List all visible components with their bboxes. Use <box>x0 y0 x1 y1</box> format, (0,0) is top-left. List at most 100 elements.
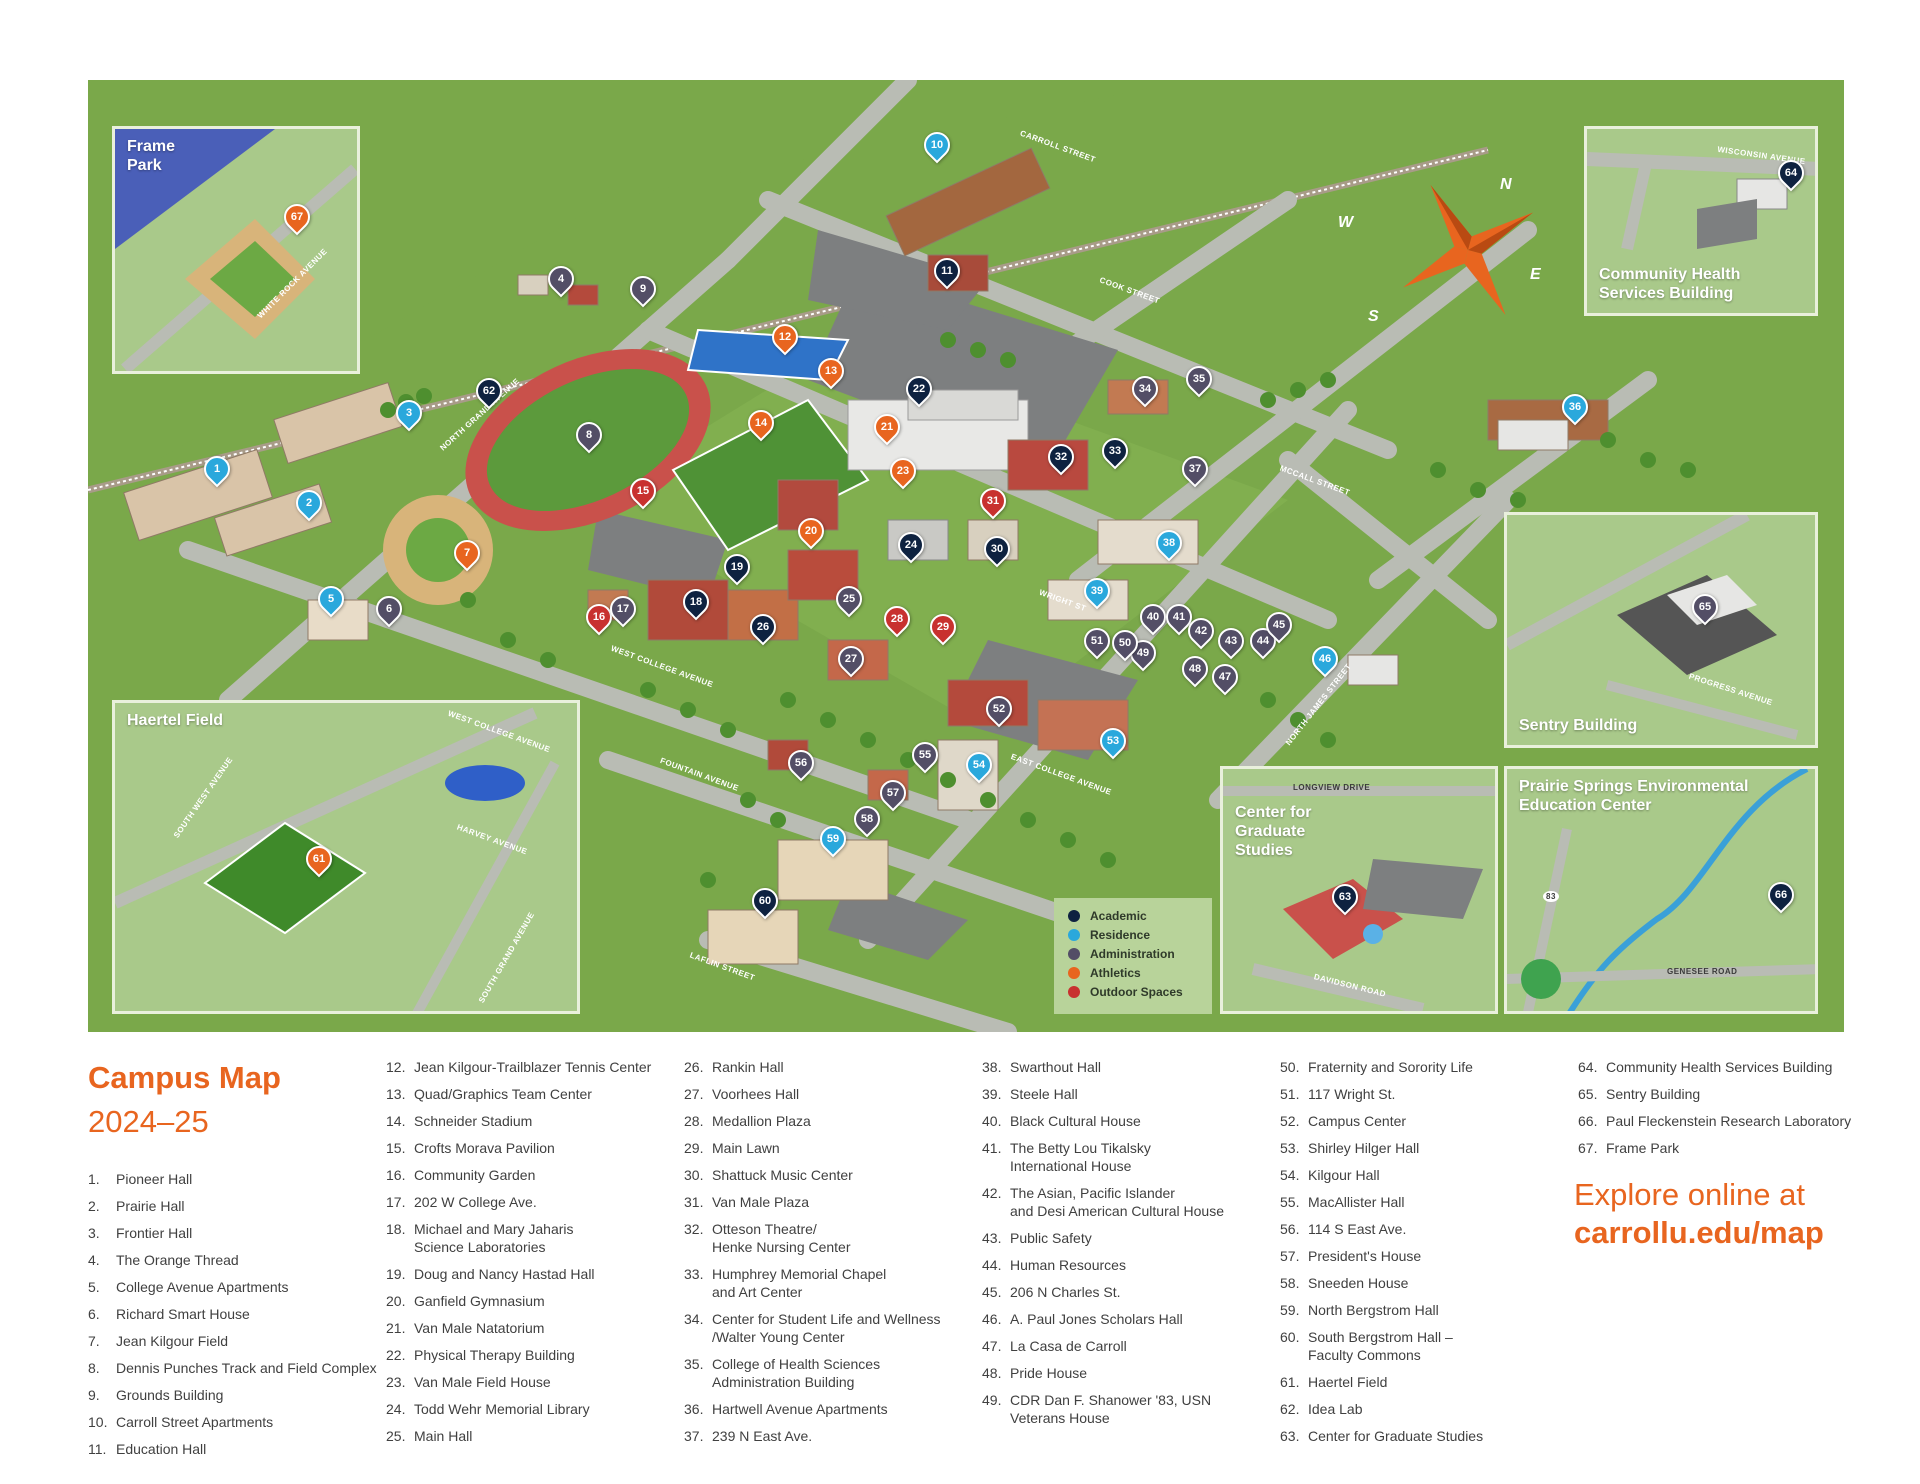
directory-item[interactable]: 5.College Avenue Apartments <box>88 1278 377 1296</box>
inset-prairie-springs[interactable]: Prairie Springs Environmental Education … <box>1504 766 1818 1014</box>
directory-item[interactable]: 1.Pioneer Hall <box>88 1170 377 1188</box>
inset-graduate-studies[interactable]: Center for Graduate Studies LONGVIEW DRI… <box>1220 766 1498 1014</box>
directory-item[interactable]: 18.Michael and Mary Jaharis Science Labo… <box>386 1220 651 1256</box>
directory-item[interactable]: 32. Otteson Theatre/ Henke Nursing Center <box>684 1220 941 1256</box>
directory-number: 54. <box>1280 1167 1300 1183</box>
directory-item[interactable]: 61.Haertel Field <box>1280 1373 1483 1391</box>
directory-item[interactable]: 27.Voorhees Hall <box>684 1085 941 1103</box>
directory-number: 43. <box>982 1230 1002 1246</box>
directory-item[interactable]: 46.A. Paul Jones Scholars Hall <box>982 1310 1224 1328</box>
directory-number: 12. <box>386 1059 406 1075</box>
directory-item[interactable]: 37.239 N East Ave. <box>684 1427 941 1445</box>
map-link[interactable]: carrollu.edu/map <box>1574 1215 1824 1250</box>
directory-item[interactable]: 56.114 S East Ave. <box>1280 1220 1483 1238</box>
directory-item[interactable]: 45.206 N Charles St. <box>982 1283 1224 1301</box>
directory-item[interactable]: 14.Schneider Stadium <box>386 1112 651 1130</box>
directory-item[interactable]: 23.Van Male Field House <box>386 1373 651 1391</box>
directory-item[interactable]: 24.Todd Wehr Memorial Library <box>386 1400 651 1418</box>
directory-item[interactable]: 9.Grounds Building <box>88 1386 377 1404</box>
directory-item[interactable]: 54.Kilgour Hall <box>1280 1166 1483 1184</box>
directory-item[interactable]: 33.Humphrey Memorial Chapel and Art Cent… <box>684 1265 941 1301</box>
directory-item[interactable]: 44.Human Resources <box>982 1256 1224 1274</box>
directory-item[interactable]: 52.Campus Center <box>1280 1112 1483 1130</box>
directory-label: Shattuck Music Center <box>712 1167 853 1183</box>
directory-label: Dennis Punches Track and Field Complex <box>116 1360 377 1376</box>
directory-label: Pride House <box>1010 1365 1088 1381</box>
directory-item[interactable]: 20.Ganfield Gymnasium <box>386 1292 651 1310</box>
directory-item[interactable]: 64.Community Health Services Building <box>1578 1058 1851 1076</box>
inset-community-health[interactable]: Community Health Services Building WISCO… <box>1584 126 1818 316</box>
directory-item[interactable]: 43.Public Safety <box>982 1229 1224 1247</box>
directory-item[interactable]: 25.Main Hall <box>386 1427 651 1445</box>
directory-item[interactable]: 36.Hartwell Avenue Apartments <box>684 1400 941 1418</box>
directory-item[interactable]: 57.President's House <box>1280 1247 1483 1265</box>
directory-item[interactable]: 10.Carroll Street Apartments <box>88 1413 377 1431</box>
directory-item[interactable]: 66.Paul Fleckenstein Research Laboratory <box>1578 1112 1851 1130</box>
directory-item[interactable]: 42.The Asian, Pacific Islander and Desi … <box>982 1184 1224 1220</box>
inset-frame-park[interactable]: Frame Park WHITE ROCK AVENUE <box>112 126 360 374</box>
directory-item[interactable]: 49.CDR Dan F. Shanower '83, USN Veterans… <box>982 1391 1224 1427</box>
directory-item[interactable]: 31.Van Male Plaza <box>684 1193 941 1211</box>
directory-item[interactable]: 15.Crofts Morava Pavilion <box>386 1139 651 1157</box>
directory-item[interactable]: 22.Physical Therapy Building <box>386 1346 651 1364</box>
legend-swatch <box>1068 985 1080 998</box>
directory-item[interactable]: 67.Frame Park <box>1578 1139 1851 1157</box>
directory-item[interactable]: 48.Pride House <box>982 1364 1224 1382</box>
directory-item[interactable]: 26.Rankin Hall <box>684 1058 941 1076</box>
directory-item[interactable]: 4.The Orange Thread <box>88 1251 377 1269</box>
directory-item[interactable]: 3.Frontier Hall <box>88 1224 377 1242</box>
inset-haertel-field[interactable]: Haertel Field WEST COLLEGE AVENUE SOUTH … <box>112 700 580 1014</box>
directory-number: 25. <box>386 1428 406 1444</box>
directory-item[interactable]: 60.South Bergstrom Hall – Faculty Common… <box>1280 1328 1483 1364</box>
directory-number: 41. <box>982 1140 1002 1156</box>
directory-item[interactable]: 65.Sentry Building <box>1578 1085 1851 1103</box>
directory-label: Swarthout Hall <box>1010 1059 1102 1075</box>
marker-number: 35 <box>1192 373 1206 385</box>
directory-label: Schneider Stadium <box>414 1113 533 1129</box>
directory-number: 67. <box>1578 1140 1598 1156</box>
directory-label: Humphrey Memorial Chapel and Art Center <box>712 1266 887 1300</box>
directory-item[interactable]: 35.College of Health Sciences Administra… <box>684 1355 941 1391</box>
directory-item[interactable]: 50.Fraternity and Sorority Life <box>1280 1058 1483 1076</box>
marker-number: 64 <box>1784 167 1798 179</box>
directory-item[interactable]: 17.202 W College Ave. <box>386 1193 651 1211</box>
directory-item[interactable]: 19.Doug and Nancy Hastad Hall <box>386 1265 651 1283</box>
directory-item[interactable]: 34.Center for Student Life and Wellness … <box>684 1310 941 1346</box>
directory-item[interactable]: 2.Prairie Hall <box>88 1197 377 1215</box>
directory-item[interactable]: 41.The Betty Lou Tikalsky International … <box>982 1139 1224 1175</box>
directory-number: 32. <box>684 1221 704 1237</box>
directory-item[interactable]: 8.Dennis Punches Track and Field Complex <box>88 1359 377 1377</box>
directory-number: 3. <box>88 1225 100 1241</box>
directory-item[interactable]: 12.Jean Kilgour-Trailblazer Tennis Cente… <box>386 1058 651 1076</box>
directory-item[interactable]: 13.Quad/Graphics Team Center <box>386 1085 651 1103</box>
directory-item[interactable]: 58.Sneeden House <box>1280 1274 1483 1292</box>
directory-item[interactable]: 16.Community Garden <box>386 1166 651 1184</box>
directory-number: 10. <box>88 1414 108 1430</box>
directory-item[interactable]: 53.Shirley Hilger Hall <box>1280 1139 1483 1157</box>
directory-item[interactable]: 39.Steele Hall <box>982 1085 1224 1103</box>
directory-item[interactable]: 63.Center for Graduate Studies <box>1280 1427 1483 1445</box>
directory-item[interactable]: 11.Education Hall <box>88 1440 377 1458</box>
inset-sentry-building[interactable]: Sentry Building PROGRESS AVENUE <box>1504 512 1818 748</box>
directory-item[interactable]: 30.Shattuck Music Center <box>684 1166 941 1184</box>
directory-item[interactable]: 59.North Bergstrom Hall <box>1280 1301 1483 1319</box>
directory-label: Otteson Theatre/ Henke Nursing Center <box>712 1221 851 1255</box>
directory-item[interactable]: 7.Jean Kilgour Field <box>88 1332 377 1350</box>
campus-map[interactable]: N E S W CARROLL STREET COOK STREET NORTH… <box>88 80 1844 1032</box>
directory-number: 62. <box>1280 1401 1300 1417</box>
directory-number: 39. <box>982 1086 1002 1102</box>
directory-item[interactable]: 6.Richard Smart House <box>88 1305 377 1323</box>
directory-item[interactable]: 28.Medallion Plaza <box>684 1112 941 1130</box>
explore-online[interactable]: Explore online at carrollu.edu/map <box>1574 1176 1824 1252</box>
directory-item[interactable]: 51.117 Wright St. <box>1280 1085 1483 1103</box>
directory-item[interactable]: 47.La Casa de Carroll <box>982 1337 1224 1355</box>
directory-item[interactable]: 55.MacAllister Hall <box>1280 1193 1483 1211</box>
directory-number: 13. <box>386 1086 406 1102</box>
directory-label: 114 S East Ave. <box>1308 1221 1407 1237</box>
directory-label: Prairie Hall <box>116 1198 185 1214</box>
directory-item[interactable]: 40.Black Cultural House <box>982 1112 1224 1130</box>
directory-item[interactable]: 21.Van Male Natatorium <box>386 1319 651 1337</box>
directory-item[interactable]: 38.Swarthout Hall <box>982 1058 1224 1076</box>
directory-item[interactable]: 62.Idea Lab <box>1280 1400 1483 1418</box>
directory-item[interactable]: 29.Main Lawn <box>684 1139 941 1157</box>
